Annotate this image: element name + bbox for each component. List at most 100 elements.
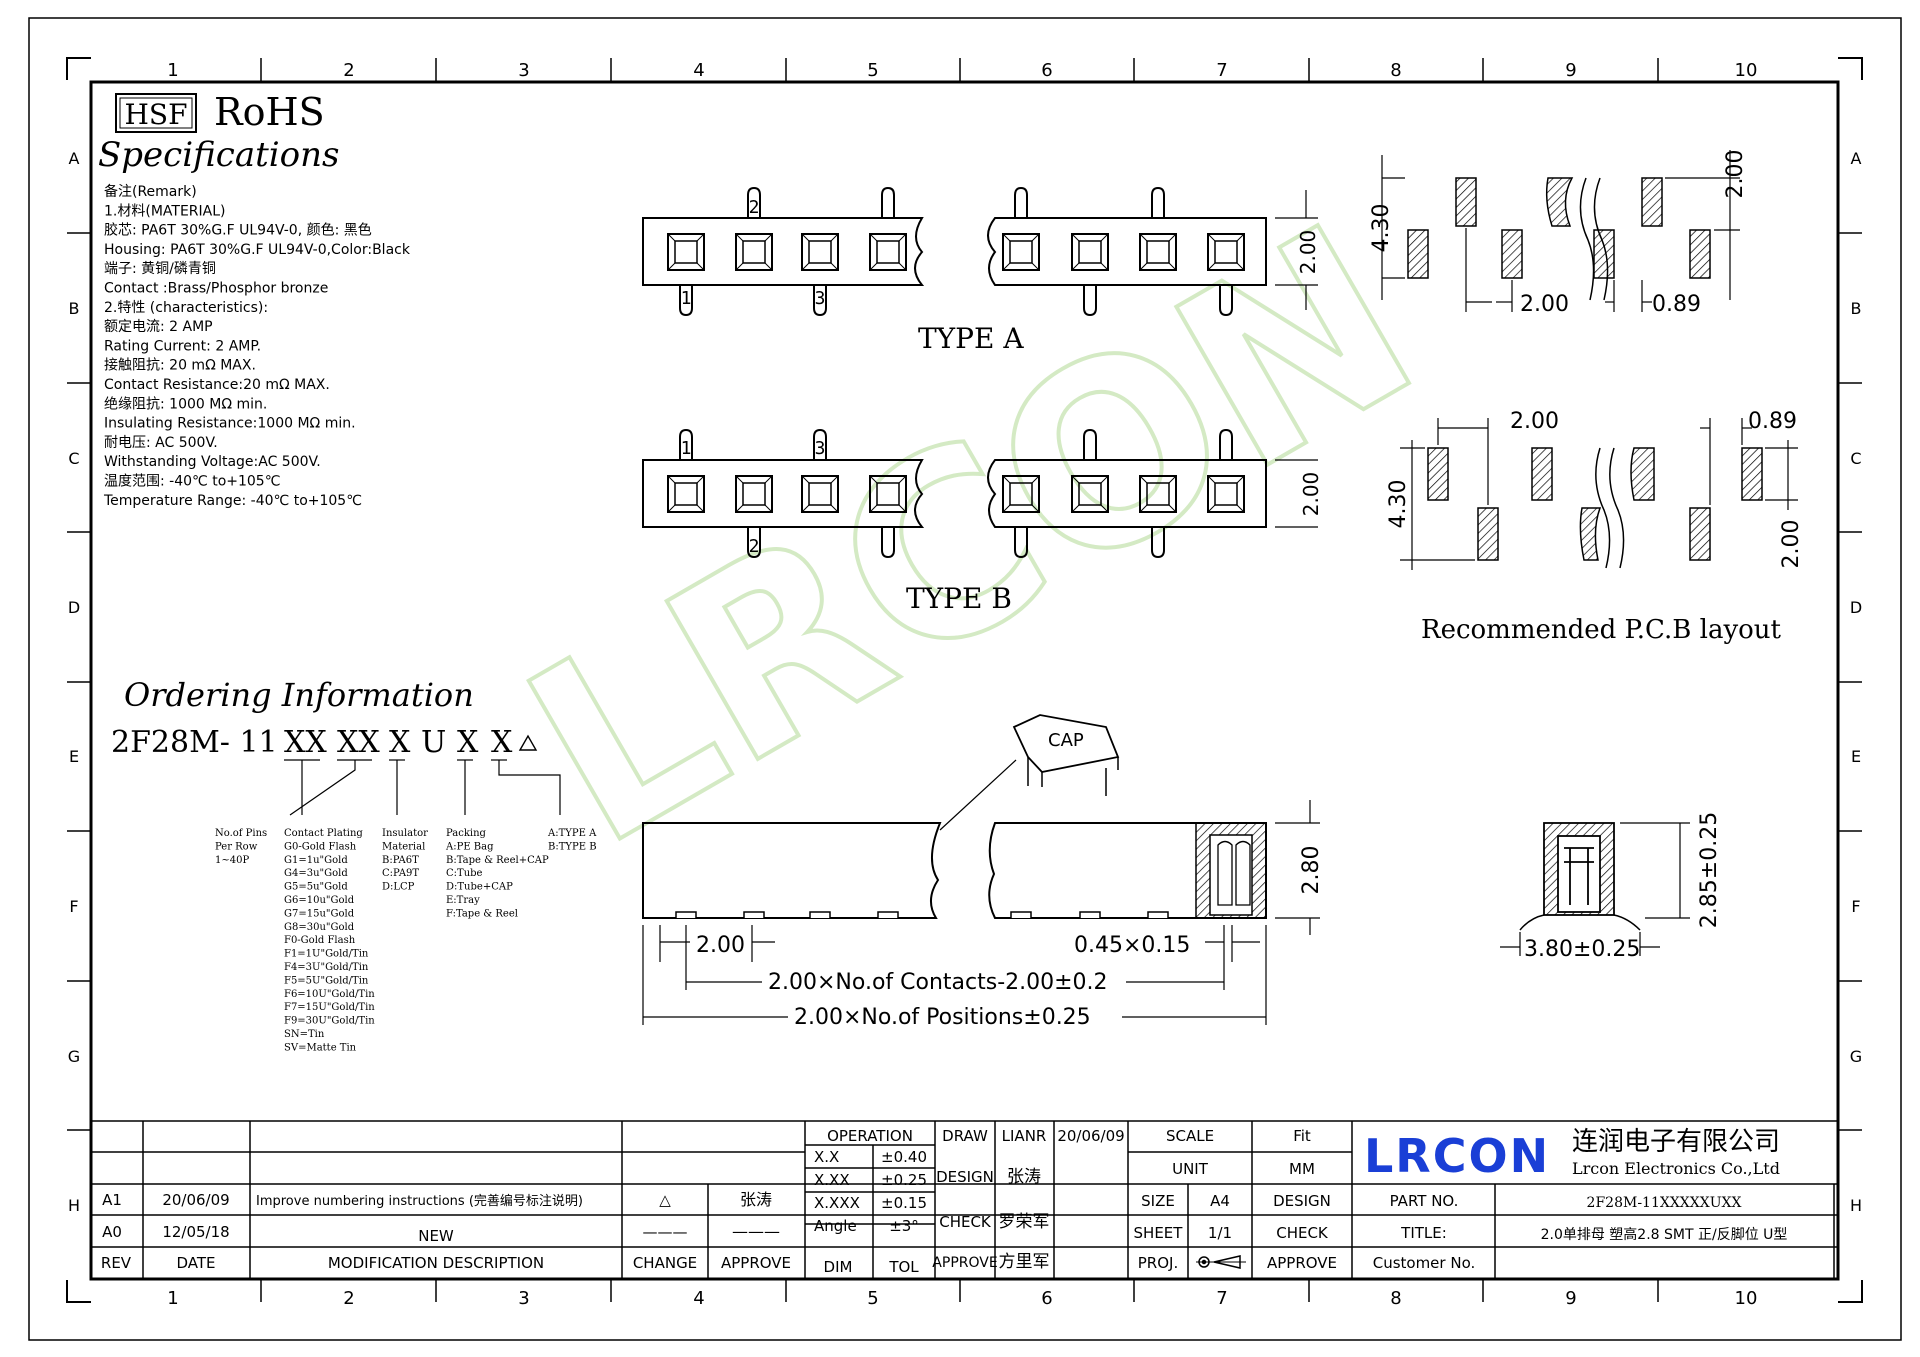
ordering-option: D:LCP <box>382 882 415 893</box>
pcb-a-dim-200-vertical: 2.00 <box>1723 150 1748 199</box>
svg-text:HSF: HSF <box>124 98 187 131</box>
watermark: LRCON <box>484 171 1458 902</box>
ordering-option: Material <box>382 841 425 852</box>
ordering-option: F4=3U"Gold/Tin <box>284 962 369 973</box>
ordering-leaders <box>284 759 561 816</box>
ordering-part-3: X <box>389 725 411 760</box>
spec-line: Contact :Brass/Phosphor bronze <box>104 281 328 297</box>
rev-date-cell: 12/05/18 <box>162 1223 229 1241</box>
ordering-part-4: U <box>421 725 446 760</box>
grid-col-label: 5 <box>867 1288 878 1309</box>
ordering-option: G7=15u"Gold <box>284 908 355 919</box>
ordering-option: C:PA9T <box>382 868 419 879</box>
tol-value-cell: ±0.15 <box>881 1194 927 1212</box>
spec-line: 额定电流: 2 AMP <box>104 319 213 335</box>
spec-line: Withstanding Voltage:AC 500V. <box>104 454 321 470</box>
grid-col-label: 1 <box>167 1288 178 1309</box>
specs-title: Specifications <box>98 135 339 175</box>
end-dim-width: 3.80±0.25 <box>1524 937 1640 962</box>
spec-line: Housing: PA6T 30%G.F UL94V-0,Color:Black <box>104 242 411 258</box>
side-dim-contacts: 2.00×No.of Contacts-2.00±0.2 <box>768 970 1108 995</box>
rev-header-date: DATE <box>176 1254 215 1272</box>
grid-col-label: 9 <box>1565 60 1576 81</box>
ordering-option: F0-Gold Flash <box>284 935 356 946</box>
pcb-b-dim-430: 4.30 <box>1386 480 1411 529</box>
ordering-option: F9=30U"Gold/Tin <box>284 1016 375 1027</box>
grid-col-label: 10 <box>1735 60 1758 81</box>
ordering-option: F5=5U"Gold/Tin <box>284 975 369 986</box>
drawing-frame <box>28 17 1902 1341</box>
tol-dim-cell: Angle <box>814 1217 857 1235</box>
size-label: SIZE <box>1141 1192 1175 1210</box>
ordering-option: D:Tube+CAP <box>446 882 513 893</box>
pcb-a-dim-430: 4.30 <box>1369 204 1394 253</box>
type-b-height-dim: 2.00 <box>1299 472 1323 517</box>
grid-row-label: H <box>68 1196 80 1215</box>
pcb-layout-a <box>1381 150 1740 312</box>
grid-col-label: 3 <box>518 1288 529 1309</box>
ordering-option: A:TYPE A <box>547 828 597 839</box>
design2-label: DESIGN <box>1273 1192 1331 1210</box>
end-dim-height: 2.85±0.25 <box>1697 812 1722 928</box>
type-b-drawing <box>642 428 1318 559</box>
proj-label: PROJ. <box>1138 1254 1178 1272</box>
type-b-pin-2: 2 <box>749 536 760 557</box>
spec-line: Insulating Resistance:1000 MΩ min. <box>104 416 356 432</box>
tol-value-cell: ±0.25 <box>881 1171 927 1189</box>
part-no-value: 2F28M-11XXXXXUXX <box>1587 1195 1742 1211</box>
side-dim-height: 2.80 <box>1299 846 1324 895</box>
grid-col-label: 7 <box>1216 60 1227 81</box>
rev-header-rev: REV <box>101 1254 132 1272</box>
ordering-option: No.of Pins <box>215 828 267 839</box>
ordering-option: B:TYPE B <box>548 841 597 852</box>
ordering-part-5: X <box>457 725 479 760</box>
grid-row-label: A <box>69 149 80 168</box>
customer-no-label: Customer No. <box>1373 1254 1476 1272</box>
side-dim-pin: 0.45×0.15 <box>1074 933 1190 958</box>
grid-row-label: G <box>68 1047 80 1066</box>
grid-row-label: C <box>1850 449 1861 468</box>
approve-label: APPROVE <box>932 1255 997 1271</box>
dim-header: DIM <box>824 1258 853 1276</box>
grid-row-label: G <box>1850 1047 1862 1066</box>
pcb-a-dim-200-horizontal: 2.00 <box>1520 292 1569 317</box>
ordering-option: Contact Plating <box>284 828 363 839</box>
pcb-a-dim-089: 0.89 <box>1652 292 1701 317</box>
ordering-option: B:Tape & Reel+CAP <box>446 855 549 866</box>
scale-value: Fit <box>1293 1127 1311 1145</box>
pcb-layout-b <box>1400 418 1798 570</box>
tol-value-cell: ±3° <box>889 1217 919 1235</box>
cap-label: CAP <box>1048 730 1084 751</box>
ordering-title: Ordering Information <box>124 676 474 714</box>
ordering-option: Insulator <box>382 828 428 839</box>
approve-name: 方里军 <box>999 1252 1050 1272</box>
rev-approve-cell: ——— <box>732 1222 780 1241</box>
rev-header-approve: APPROVE <box>721 1254 791 1272</box>
grid-row-label: D <box>68 598 80 617</box>
grid-ticks <box>67 58 1862 1302</box>
rev-header-desc: MODIFICATION DESCRIPTION <box>328 1254 544 1272</box>
grid-row-label: B <box>69 299 80 318</box>
approve2-label: APPROVE <box>1267 1254 1337 1272</box>
pcb-caption: Recommended P.C.B layout <box>1421 615 1782 645</box>
spec-lines: 备注(Remark)1.材料(MATERIAL)胶芯: PA6T 30%G.F … <box>103 183 411 509</box>
ordering-option: Per Row <box>215 841 258 852</box>
grid-row-label: E <box>1851 747 1861 766</box>
draw-name: LIANR <box>1002 1127 1047 1145</box>
type-b-label: TYPE B <box>906 582 1012 615</box>
grid-col-label: 10 <box>1735 1288 1758 1309</box>
grid-col-label: 8 <box>1390 1288 1401 1309</box>
grid-row-label: C <box>68 449 79 468</box>
type-a-label: TYPE A <box>918 322 1024 355</box>
unit-value: MM <box>1289 1160 1315 1178</box>
rohs-label: RoHS <box>214 90 325 134</box>
draw-label: DRAW <box>942 1127 988 1145</box>
sheet-value: 1/1 <box>1208 1224 1232 1242</box>
ordering-option: F:Tape & Reel <box>446 908 518 919</box>
tol-header: TOL <box>888 1258 919 1276</box>
type-a-drawing <box>642 186 1318 317</box>
part-no-label: PART NO. <box>1390 1192 1459 1210</box>
ordering-option: C:Tube <box>446 868 483 879</box>
